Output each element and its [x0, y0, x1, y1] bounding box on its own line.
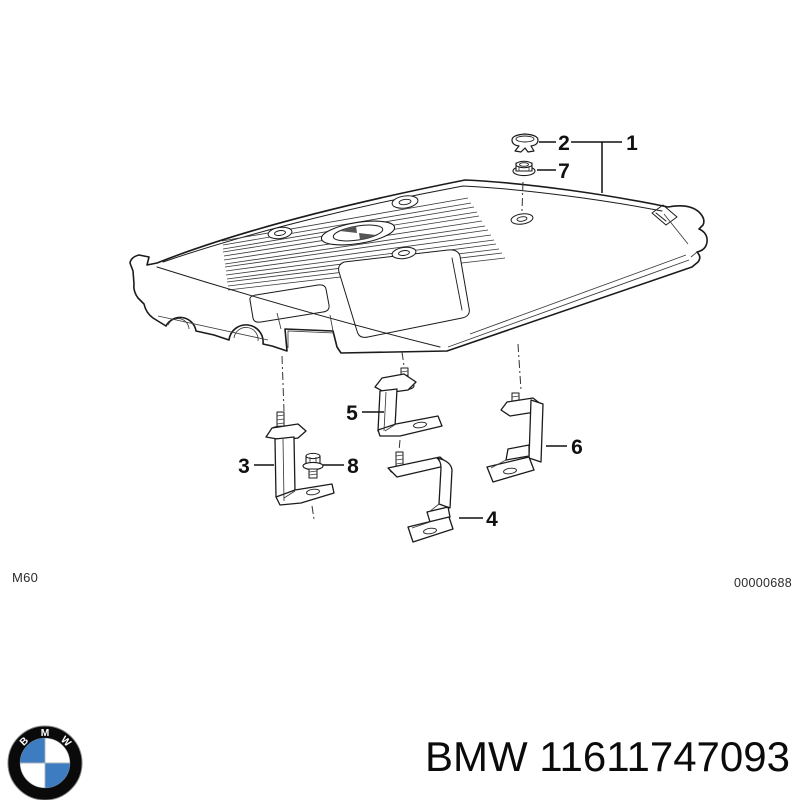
- callout-8: 8: [347, 455, 359, 478]
- roundel-cross: [20, 738, 70, 788]
- leader-line-1: [571, 141, 622, 193]
- cover-top-inner-edge: [162, 185, 663, 263]
- centre-line-bracket3: [281, 355, 285, 412]
- callout-6: 6: [571, 436, 583, 459]
- bracket-5-part: [374, 367, 443, 437]
- cap-part: [511, 133, 539, 153]
- bracket-3-part: [265, 411, 335, 506]
- callout-2: 2: [558, 132, 570, 155]
- centre-line-bracket3-foot: [311, 505, 315, 520]
- cover-panel-crease: [451, 257, 463, 311]
- image-number-label: 00000688: [733, 576, 792, 590]
- callout-3: 3: [238, 455, 250, 478]
- centre-line-bracket5: [401, 351, 405, 367]
- callout-7: 7: [558, 160, 570, 183]
- centre-line-bracket4: [398, 439, 401, 452]
- centre-line-nut: [521, 181, 524, 212]
- callout-4: 4: [486, 508, 498, 531]
- cover-skirt-lines: [447, 213, 698, 348]
- cover-mount-holes: [267, 195, 534, 260]
- cover-emblem: [320, 220, 396, 246]
- centre-line-bracket6: [517, 343, 522, 391]
- roundel-quadrant-br: [45, 763, 70, 788]
- emblem-quadrants: [340, 226, 376, 240]
- callout-1: 1: [626, 132, 638, 155]
- part-number-text: BMW 11611747093: [424, 733, 790, 780]
- roundel-quadrant-tl: [20, 738, 45, 763]
- cover-corner-detail: [651, 204, 678, 226]
- engine-cover-drawing: [129, 179, 708, 354]
- callout-numbers: 1 2 7 3 8 5 6 4: [238, 132, 638, 531]
- cover-front-details: [157, 312, 335, 348]
- engine-code-label: M60: [12, 570, 39, 585]
- bracket-6-part: [486, 392, 544, 483]
- bracket-4-part: [387, 451, 454, 543]
- callout-5: 5: [346, 402, 358, 425]
- bmw-roundel-logo: B M W: [7, 725, 83, 800]
- cover-front-crease: [156, 266, 441, 348]
- callout-leaders: [254, 141, 622, 519]
- roundel-letter-m: M: [41, 728, 50, 739]
- centre-lines: [281, 181, 524, 520]
- bolt-part: [302, 452, 324, 479]
- cover-centre-panel: [338, 249, 470, 338]
- nut-part: [512, 160, 536, 177]
